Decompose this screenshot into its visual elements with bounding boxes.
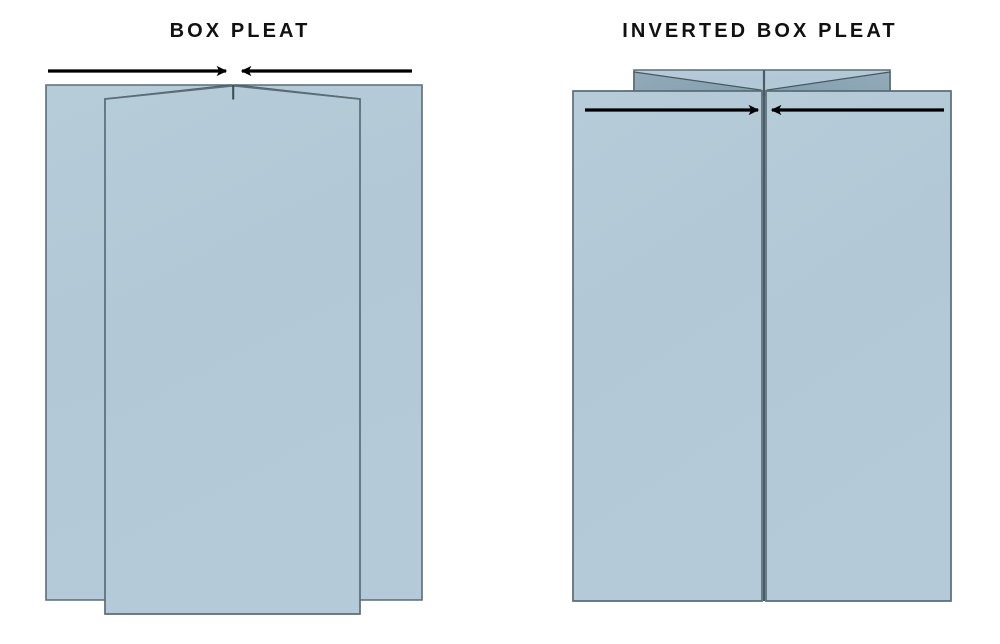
inverted-box-pleat-left-front-panel: [572, 90, 763, 602]
title-box-pleat: BOX PLEAT: [169, 20, 311, 42]
inverted-box-pleat-figure: [572, 69, 952, 602]
inverted-box-pleat-right-front-panel: [765, 90, 952, 602]
box-pleat-figure: [45, 65, 423, 615]
title-inverted-box-pleat: INVERTED BOX PLEAT: [622, 20, 898, 42]
box-pleat-front-panel: [104, 85, 361, 615]
